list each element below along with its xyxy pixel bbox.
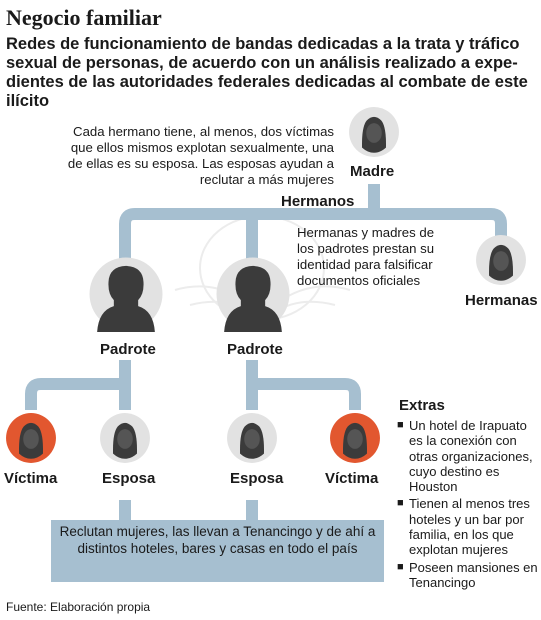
recruit-note-box: Reclutan mujeres, las llevan a Tenancing… xyxy=(51,520,384,582)
victima-1-woman-silhouette-icon xyxy=(6,413,56,463)
extras-item: ■ Un hotel de Irapuato es la conexión co… xyxy=(397,418,541,494)
esposa-1-label: Esposa xyxy=(102,470,156,487)
hermanas-label: Hermanas xyxy=(465,292,538,309)
extras-item-text: Un hotel de Irapuato es la conexión con … xyxy=(409,418,533,495)
esposa-2-label: Esposa xyxy=(230,470,284,487)
hermanos-label: Hermanos xyxy=(281,193,355,210)
victima-2-label: Víctima xyxy=(325,470,379,487)
madre-woman-silhouette-icon xyxy=(349,107,399,157)
padrote-2-man-silhouette-icon xyxy=(216,257,290,332)
bullet-square-icon: ■ xyxy=(397,497,404,510)
hermanas-note: Hermanas y madres de los padrotes presta… xyxy=(297,225,435,288)
esposa-1-woman-silhouette-icon xyxy=(100,413,150,463)
padrote-2-label: Padrote xyxy=(227,341,283,358)
page-subtitle: Redes de funcionamiento de bandas dedica… xyxy=(6,35,528,110)
extras-list: ■ Un hotel de Irapuato es la conexión co… xyxy=(397,418,541,592)
extras-item-text: Poseen mansiones en Tenancingo xyxy=(409,559,538,590)
bullet-square-icon: ■ xyxy=(397,560,404,573)
esposa-2-woman-silhouette-icon xyxy=(227,413,277,463)
padrote-1-man-silhouette-icon xyxy=(89,257,163,332)
madre-label: Madre xyxy=(350,163,395,180)
hermanos-note: Cada hermano tiene, al menos, dos víctim… xyxy=(67,124,334,187)
padrote-1-label: Padrote xyxy=(100,341,156,358)
victima-1-label: Víctima xyxy=(4,470,58,487)
extras-item-text: Tienen al menos tres hoteles y un bar po… xyxy=(409,496,530,558)
extras-title: Extras xyxy=(399,397,445,414)
source-note: Fuente: Elaboración propia xyxy=(6,600,151,614)
extras-item: ■ Tienen al menos tres hoteles y un bar … xyxy=(397,496,541,557)
recruit-note-text: Reclutan mujeres, las llevan a Tenancing… xyxy=(59,524,376,556)
extras-item: ■ Poseen mansiones en Tenancingo xyxy=(397,560,541,591)
victima-2-woman-silhouette-icon xyxy=(330,413,380,463)
bullet-square-icon: ■ xyxy=(397,419,404,431)
hermanas-woman-silhouette-icon xyxy=(476,235,526,285)
page-title: Negocio familiar xyxy=(6,5,162,30)
